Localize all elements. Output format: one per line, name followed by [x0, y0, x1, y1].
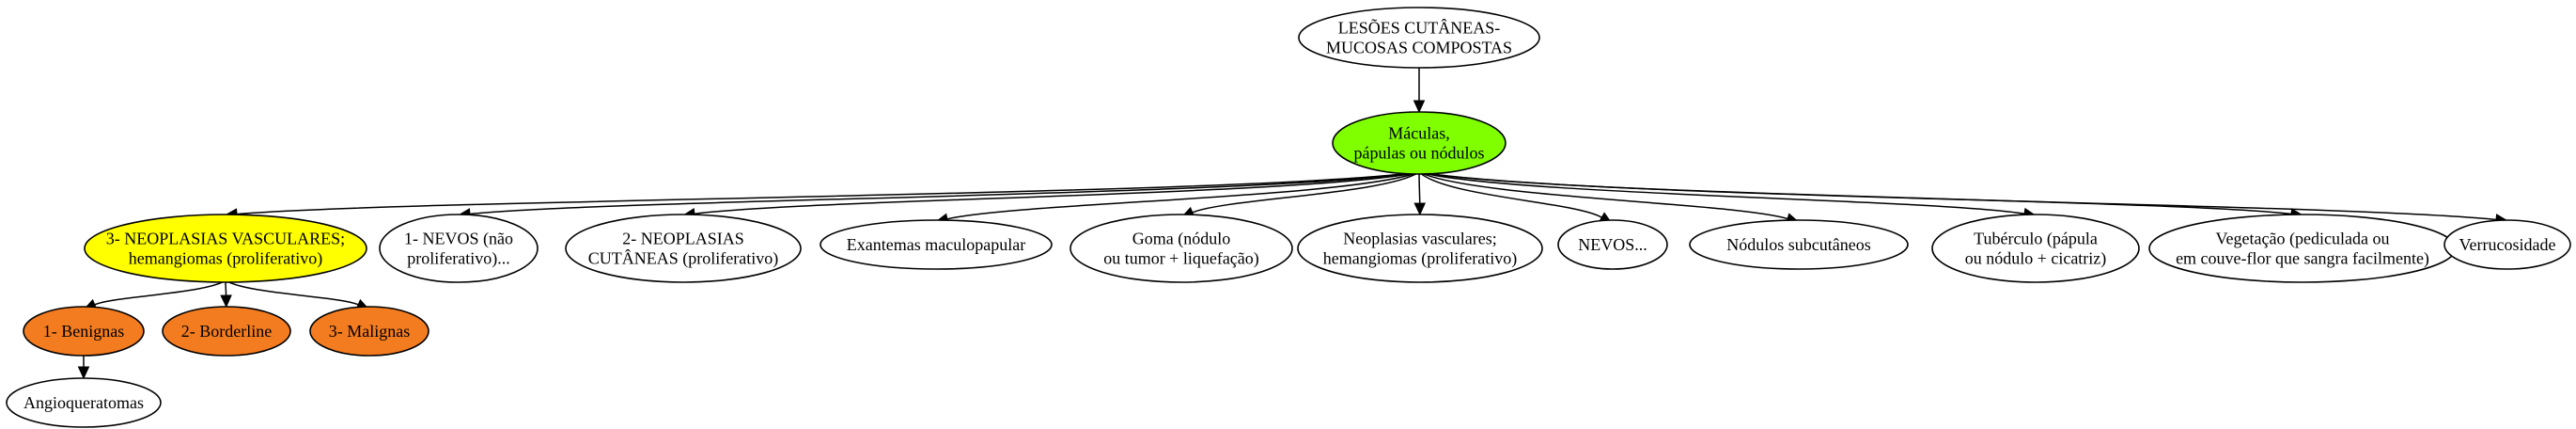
- arrowhead: [1413, 202, 1427, 216]
- node-exantemas: Exantemas maculopapular: [820, 219, 1053, 270]
- edge-line: [1418, 171, 2497, 221]
- node-shape: [1298, 7, 1540, 69]
- node-label-line: ou tumor + liquefação): [1103, 249, 1259, 269]
- edge-line: [1418, 171, 2025, 214]
- node-shape: [1297, 214, 1543, 283]
- edge-line: [1418, 171, 1421, 204]
- node-maculas: Máculas,pápulas ou nódulos: [1332, 111, 1507, 175]
- node-shape: [6, 377, 162, 428]
- arrowhead: [220, 294, 232, 309]
- node-shape: [1557, 219, 1668, 270]
- edges-layer: [77, 66, 2509, 380]
- node-label-line: 1- NEVOS (não: [404, 230, 513, 249]
- node-label-line: Neoplasias vasculares;: [1343, 230, 1496, 248]
- node-benignas: 1- Benignas: [23, 306, 145, 357]
- node-nevos-1: 1- NEVOS (nãoproliferativo)...: [379, 214, 539, 283]
- edge-maculas-to-nevos-1: [457, 171, 1420, 220]
- edge-line: [94, 279, 226, 306]
- node-shape: [23, 306, 145, 357]
- node-shape: [1689, 219, 1909, 270]
- node-nodulos-subcutaneos: Nódulos subcutâneos: [1689, 219, 1909, 270]
- node-label-line: 2- NEOPLASIAS: [622, 230, 744, 248]
- edge-line: [694, 171, 1420, 215]
- edge-line: [1418, 171, 1788, 220]
- node-label-line: Goma (nódulo: [1132, 230, 1230, 249]
- node-label-line: Nódulos subcutâneos: [1726, 235, 1870, 254]
- arrowhead: [1413, 100, 1426, 114]
- nodes-layer: LESÕES CUTÂNEAS-MUCOSAS COMPOSTAS Máculas…: [6, 7, 2571, 428]
- node-nevos: NEVOS...: [1557, 219, 1668, 270]
- edge-line: [236, 171, 1420, 215]
- node-shape: [1931, 214, 2140, 283]
- edge-maculas-to-goma: [1180, 171, 1420, 218]
- node-label-line: Exantemas maculopapular: [847, 235, 1025, 254]
- edge-maculas-to-nodulos-subcutaneos: [1418, 171, 1800, 225]
- node-label-line: 3- Malignas: [329, 322, 410, 341]
- node-label-line: Angioqueratomas: [23, 393, 144, 412]
- node-verrucosidade: Verrucosidade: [2443, 219, 2571, 270]
- node-malignas: 3- Malignas: [309, 306, 429, 357]
- node-label-line: CUTÂNEAS (proliferativo): [588, 248, 778, 269]
- edge-neoplasias-vasculares-3-to-benignas: [83, 279, 226, 310]
- edge-line: [1418, 171, 2292, 215]
- node-label-line: Vegetação (pediculada ou: [2216, 230, 2390, 249]
- node-shape: [2443, 219, 2571, 270]
- node-label-line: pápulas ou nódulos: [1354, 144, 1485, 163]
- node-shape: [1332, 111, 1507, 175]
- node-label-line: proliferativo)...: [407, 249, 509, 269]
- edge-line: [469, 171, 1420, 215]
- edge-maculas-to-tuberculo: [1418, 171, 2037, 220]
- node-shape: [1069, 214, 1293, 283]
- node-label-line: Máculas,: [1388, 124, 1449, 143]
- node-shape: [309, 306, 429, 357]
- edge-line: [1192, 171, 1420, 214]
- node-shape: [820, 219, 1053, 270]
- node-label-line: Tubérculo (pápula: [1974, 230, 2098, 249]
- node-label-line: MUCOSAS COMPOSTAS: [1326, 39, 1512, 57]
- node-label-line: 3- NEOPLASIAS VASCULARES;: [106, 230, 345, 248]
- edge-line: [1418, 171, 1602, 218]
- edge-neoplasias-vasculares-3-to-malignas: [225, 279, 370, 310]
- edge-root-to-maculas: [1413, 66, 1426, 114]
- node-shape: [379, 214, 539, 283]
- node-borderline: 2- Borderline: [162, 306, 291, 357]
- node-label-line: hemangiomas (proliferativo): [129, 249, 322, 269]
- edge-line: [946, 171, 1420, 220]
- edge-line: [225, 279, 359, 306]
- node-label-line: em couve-flor que sangra facilmente): [2176, 249, 2429, 269]
- node-label-line: 2- Borderline: [181, 322, 272, 341]
- edge-neoplasias-vasculares-3-to-borderline: [220, 279, 232, 309]
- node-label-line: ou nódulo + cicatriz): [1965, 249, 2107, 269]
- node-root: LESÕES CUTÂNEAS-MUCOSAS COMPOSTAS: [1298, 7, 1540, 69]
- node-neoplasias-vasculares-3: 3- NEOPLASIAS VASCULARES;hemangiomas (pr…: [84, 214, 367, 283]
- edge-maculas-to-neoplasias-vasculares: [1413, 171, 1427, 216]
- node-label-line: NEVOS...: [1578, 235, 1647, 254]
- node-shape: [84, 214, 367, 283]
- arrowhead: [77, 366, 90, 380]
- node-neoplasias-vasculares: Neoplasias vasculares;hemangiomas (proli…: [1297, 214, 1543, 283]
- node-shape: [565, 214, 802, 283]
- node-label-line: LESÕES CUTÂNEAS-: [1338, 18, 1501, 38]
- edge-benignas-to-angioqueratomas: [77, 354, 90, 380]
- node-shape: [162, 306, 291, 357]
- node-angioqueratomas: Angioqueratomas: [6, 377, 162, 428]
- node-label-line: Verrucosidade: [2459, 235, 2556, 254]
- node-label-line: hemangiomas (proliferativo): [1323, 249, 1517, 269]
- node-label-line: 1- Benignas: [43, 322, 124, 341]
- edge-maculas-to-vegetacao: [1418, 171, 2304, 220]
